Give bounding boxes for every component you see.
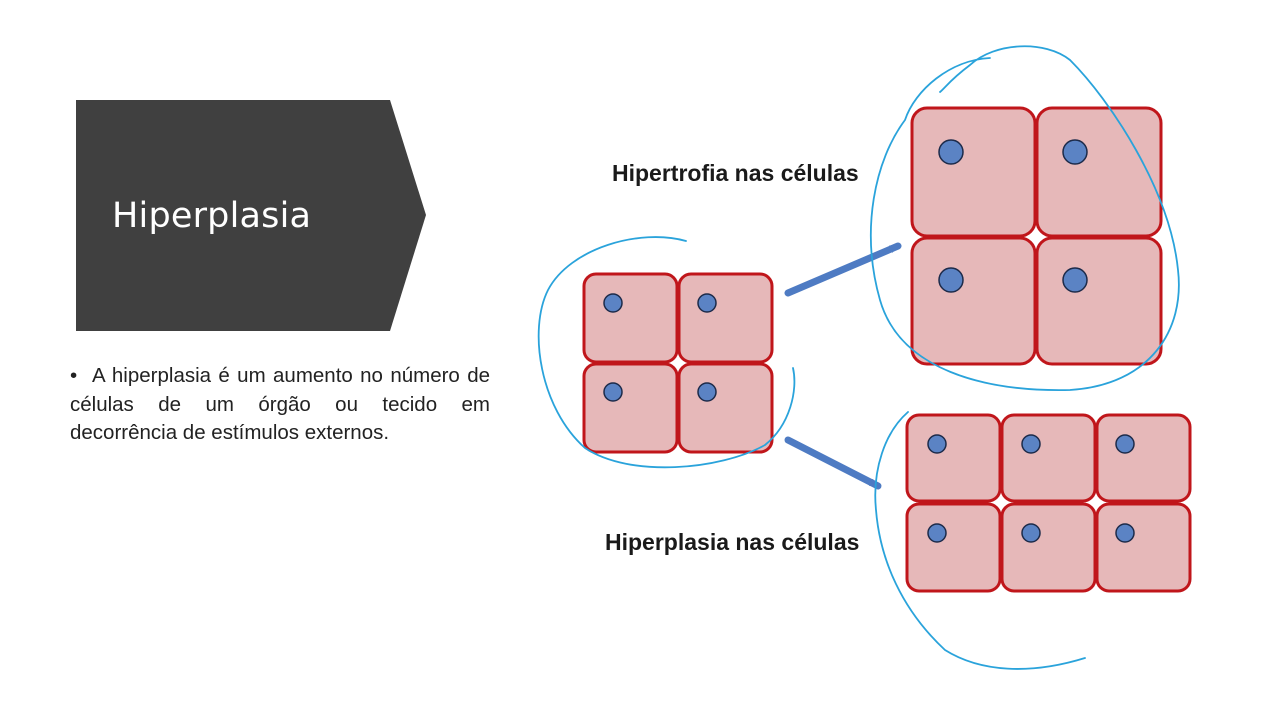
page-title: Hiperplasia — [112, 196, 312, 236]
nucleus — [697, 382, 717, 402]
hyperplasia-cell — [1000, 413, 1097, 503]
hypertrophy-cells-group — [910, 106, 1163, 366]
hypertrophy-cell — [910, 106, 1037, 238]
hyperplasia-cell — [1095, 502, 1192, 593]
hyperplasia-cell — [905, 502, 1002, 593]
hyperplasia-cell — [905, 413, 1002, 503]
nucleus — [938, 267, 964, 293]
annotation-circle-hyperplasia — [874, 411, 1086, 670]
normal-cell — [677, 272, 774, 364]
nucleus — [1115, 523, 1135, 543]
nucleus — [697, 293, 717, 313]
bullet-text: A hiperplasia é um aumento no número de … — [70, 364, 490, 444]
label-hypertrophy: Hipertrofia nas células — [612, 160, 859, 186]
nucleus — [1115, 434, 1135, 454]
hyperplasia-cells-group — [905, 413, 1192, 593]
label-hyperplasia: Hiperplasia nas células — [605, 529, 859, 555]
hypertrophy-cell — [910, 236, 1037, 366]
bullet-item: •A hiperplasia é um aumento no número de… — [70, 362, 490, 448]
hypertrophy-cell — [1035, 236, 1163, 366]
nucleus — [938, 139, 964, 165]
nucleus — [927, 523, 947, 543]
title-banner — [76, 100, 426, 331]
annotation-circle-hypertrophy — [870, 45, 1180, 391]
nucleus — [1062, 267, 1088, 293]
normal-cell — [582, 272, 679, 364]
bullet-list: •A hiperplasia é um aumento no número de… — [70, 362, 490, 448]
normal-cell — [677, 362, 774, 454]
normal-cells-group — [582, 272, 774, 454]
hyperplasia-cell — [1095, 413, 1192, 503]
nucleus — [1062, 139, 1088, 165]
nucleus — [603, 293, 623, 313]
annotation-circle-normal — [537, 236, 796, 469]
nucleus — [1021, 523, 1041, 543]
bullet-dot-icon: • — [70, 364, 78, 387]
nucleus — [603, 382, 623, 402]
nucleus — [1021, 434, 1041, 454]
nucleus — [927, 434, 947, 454]
hypertrophy-cell — [1035, 106, 1163, 238]
normal-cell — [582, 362, 679, 454]
arrow-to-hypertrophy — [784, 242, 902, 297]
hyperplasia-cell — [1000, 502, 1097, 593]
arrow-to-hyperplasia — [784, 436, 882, 490]
